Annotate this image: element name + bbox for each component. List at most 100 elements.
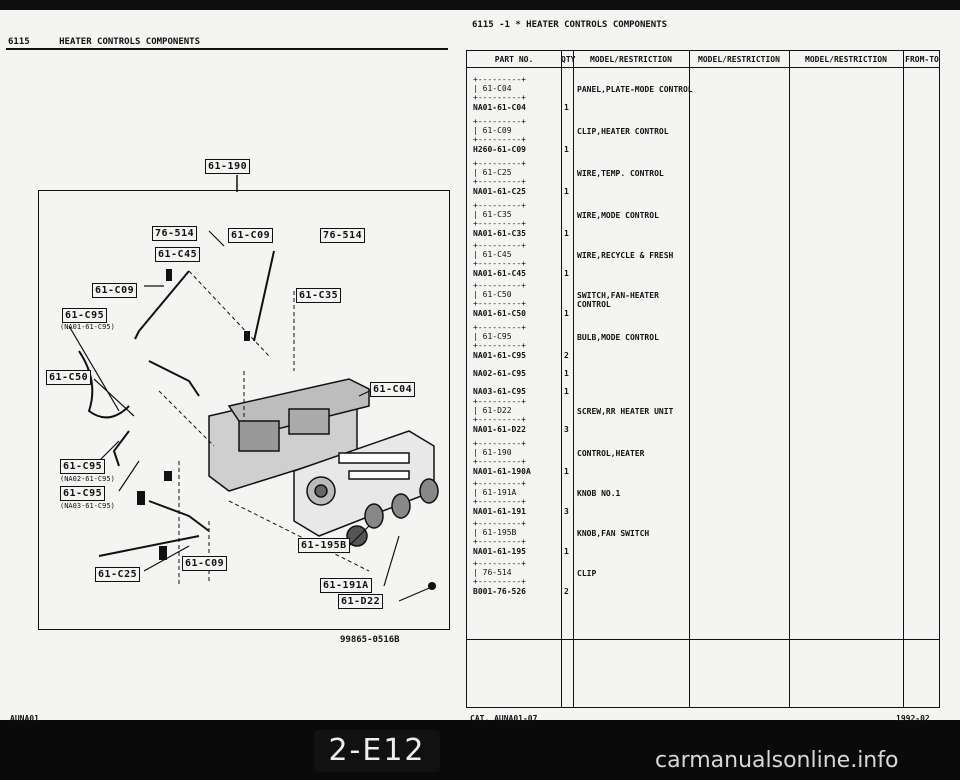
ref-number: 61-191A <box>482 488 517 497</box>
part-number-variant: NA03-61-C95 <box>473 387 526 396</box>
col-header-model-2: MODEL/RESTRICTION <box>698 55 780 64</box>
ref-box: +---------+ | 61-C04 +---------+ <box>473 75 526 102</box>
header-rule <box>6 48 448 50</box>
ref-box: +---------+ | 61-C35 +---------+ <box>473 201 526 228</box>
col-header-from-to: FROM-TO <box>905 55 939 64</box>
sublabel-na03: (NA03-61-C95) <box>60 502 115 510</box>
part-description: KNOB NO.1 <box>577 489 621 498</box>
quantity-variant: 1 <box>564 369 569 378</box>
callout-61-c95-a: 61-C95 <box>62 308 108 323</box>
section-code: 6115 <box>8 37 30 47</box>
parts-table: PART NO. QTY MODEL/RESTRICTION MODEL/RES… <box>466 50 940 708</box>
ref-number: 61-C95 <box>482 332 512 341</box>
diagram-leader-lines <box>236 175 238 192</box>
quantity: 1 <box>564 145 569 154</box>
ref-box: +---------+ | 61-C45 +---------+ <box>473 241 526 268</box>
part-number: NA01-61-195 <box>473 547 526 556</box>
ref-number: 61-195B <box>482 528 517 537</box>
ref-number: 61-C25 <box>482 168 512 177</box>
section-title: HEATER CONTROLS COMPONENTS <box>59 37 200 47</box>
col-header-model-1: MODEL/RESTRICTION <box>590 55 672 64</box>
part-number: NA01-61-C50 <box>473 309 526 318</box>
ref-number: 61-C50 <box>482 290 512 299</box>
callout-76-514-b: 76-514 <box>320 228 366 243</box>
part-number: NA01-61-C25 <box>473 187 526 196</box>
part-number: NA01-61-C04 <box>473 103 526 112</box>
callout-61-191a: 61-191A <box>320 578 372 593</box>
quantity: 1 <box>564 269 569 278</box>
footer-year: 1992-02 <box>896 714 930 723</box>
ref-number: 61-C04 <box>482 84 512 93</box>
callout-61-c45: 61-C45 <box>155 247 201 262</box>
ref-number: 61-190 <box>482 448 512 457</box>
ref-box: +---------+ | 61-195B +---------+ <box>473 519 526 546</box>
footer-catalog: CAT. AUNA01-07 <box>470 714 538 723</box>
exploded-diagram-frame <box>38 190 450 630</box>
col-header-model-3: MODEL/RESTRICTION <box>805 55 887 64</box>
footer-left-code: AUNA01 <box>10 714 39 723</box>
callout-61-c25: 61-C25 <box>95 567 141 582</box>
part-number: NA01-61-C95 <box>473 351 526 360</box>
quantity: 3 <box>564 507 569 516</box>
ref-box: +---------+ | 61-C09 +---------+ <box>473 117 526 144</box>
ref-box: +---------+ | 61-190 +---------+ <box>473 439 526 466</box>
callout-61-c95-b: 61-C95 <box>60 459 106 474</box>
quantity: 1 <box>564 229 569 238</box>
callout-61-c04: 61-C04 <box>370 382 416 397</box>
quantity: 1 <box>564 103 569 112</box>
part-description: WIRE,MODE CONTROL <box>577 211 659 220</box>
part-description: WIRE,TEMP. CONTROL <box>577 169 664 178</box>
left-page-header: 6115 HEATER CONTROLS COMPONENTS <box>8 37 200 47</box>
ref-number: 61-C09 <box>482 126 512 135</box>
part-description: KNOB,FAN SWITCH <box>577 529 650 538</box>
watermark: carmanualsonline.info <box>655 748 899 773</box>
quantity: 1 <box>564 309 569 318</box>
part-number: H260-61-C09 <box>473 145 526 154</box>
callout-61-c09-a: 61-C09 <box>228 228 274 243</box>
ref-number: 61-D22 <box>482 406 512 415</box>
callout-76-514-a: 76-514 <box>152 226 198 241</box>
part-description: CONTROL,HEATER <box>577 449 645 458</box>
ref-box: +---------+ | 61-C50 +---------+ <box>473 281 526 308</box>
ref-box: +---------+ | 76-514 +---------+ <box>473 559 526 586</box>
part-description: CLIP <box>577 569 597 578</box>
part-description: PANEL,PLATE-MODE CONTROL <box>577 85 693 94</box>
quantity: 3 <box>564 425 569 434</box>
part-number: NA01-61-190A <box>473 467 531 476</box>
callout-61-d22: 61-D22 <box>338 594 384 609</box>
part-number: B001-76-526 <box>473 587 526 596</box>
quantity: 2 <box>564 587 569 596</box>
heater-control-illustration <box>68 230 439 602</box>
ref-box: +---------+ | 61-C25 +---------+ <box>473 159 526 186</box>
quantity-variant: 1 <box>564 387 569 396</box>
ref-box: +---------+ | 61-D22 +---------+ <box>473 397 526 424</box>
callout-61-c50: 61-C50 <box>46 370 92 385</box>
part-number-variant: NA02-61-C95 <box>473 369 526 378</box>
ref-number: 76-514 <box>482 568 512 577</box>
callout-61-c09-b: 61-C09 <box>92 283 138 298</box>
ref-box: +---------+ | 61-191A +---------+ <box>473 479 526 506</box>
col-header-qty: QTY <box>561 55 576 64</box>
part-number: NA01-61-C45 <box>473 269 526 278</box>
part-description: WIRE,RECYCLE & FRESH <box>577 251 674 260</box>
quantity: 1 <box>564 187 569 196</box>
col-header-part-no: PART NO. <box>494 55 534 64</box>
quantity: 2 <box>564 351 569 360</box>
ref-number: 61-C45 <box>482 250 512 259</box>
sublabel-na02: (NA02-61-C95) <box>60 475 115 483</box>
page-tag: 2-E12 <box>314 730 440 772</box>
part-description: BULB,MODE CONTROL <box>577 333 659 342</box>
catalog-page: 6115 HEATER CONTROLS COMPONENTS 6115 -1 … <box>0 0 960 720</box>
right-page-header: 6115 -1 * HEATER CONTROLS COMPONENTS <box>472 20 668 30</box>
part-description: SWITCH,FAN-HEATER CONTROL <box>577 291 659 309</box>
quantity: 1 <box>564 467 569 476</box>
callout-61-c35: 61-C35 <box>296 288 342 303</box>
ref-box: +---------+ | 61-C95 +---------+ <box>473 323 526 350</box>
callout-61-c09-c: 61-C09 <box>182 556 228 571</box>
ref-number: 61-C35 <box>482 210 512 219</box>
illustration-number: 99865-0516B <box>340 635 400 645</box>
callout-61-195b: 61-195B <box>298 538 350 553</box>
part-description: SCREW,RR HEATER UNIT <box>577 407 674 416</box>
part-number: NA01-61-191 <box>473 507 526 516</box>
callout-61-190: 61-190 <box>205 159 251 174</box>
